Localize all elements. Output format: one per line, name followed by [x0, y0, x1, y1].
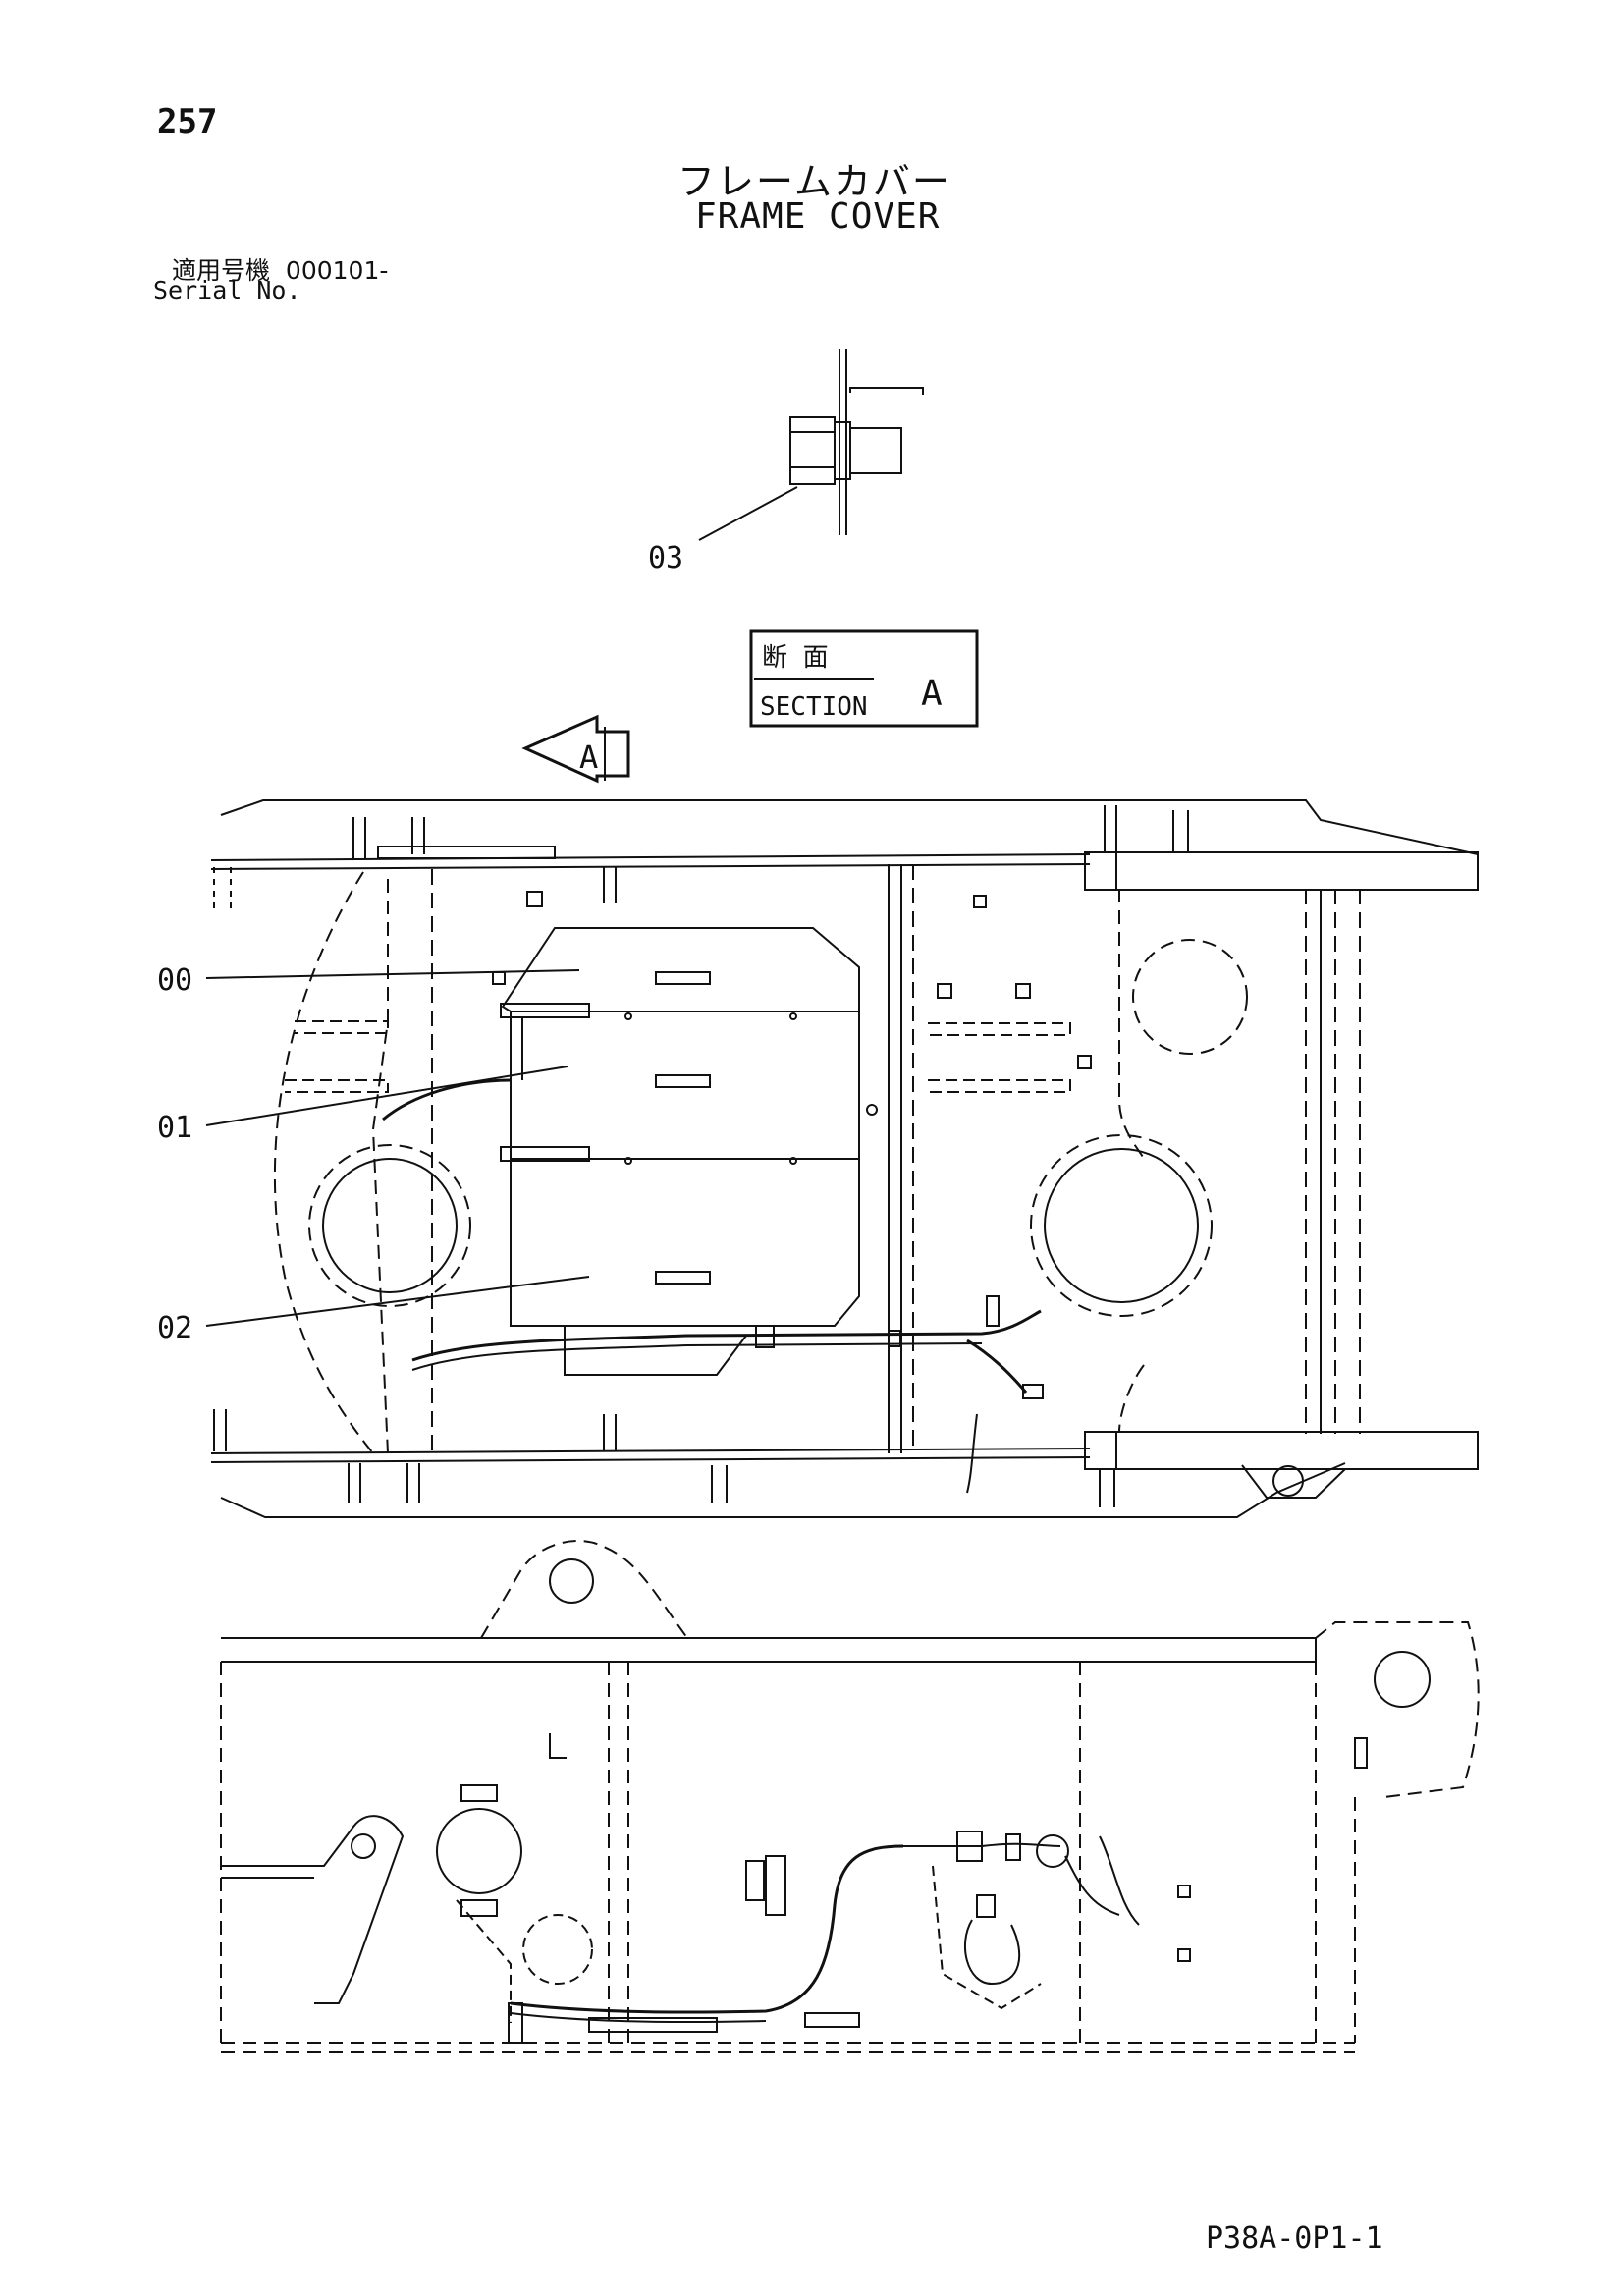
- callout-03: 03: [648, 541, 683, 575]
- serial-label-english: Serial No.: [153, 276, 301, 304]
- view-arrow-letter: A: [579, 738, 598, 776]
- serial-label-japanese: 適用号機: [172, 256, 271, 285]
- serial-value: 000101-: [285, 256, 389, 285]
- callout-01: 01: [157, 1111, 192, 1145]
- title-english: FRAME COVER: [695, 196, 941, 237]
- title-japanese: フレームカバー: [677, 160, 951, 203]
- section-label-japanese: 断 面: [762, 643, 829, 673]
- view-arrow: [521, 714, 630, 784]
- callout-lines: [205, 969, 590, 1327]
- serial-line: 適用号機 000101-: [172, 251, 388, 287]
- frame-covers: [500, 927, 878, 1376]
- callout-00: 00: [157, 963, 192, 998]
- section-letter: A: [921, 674, 943, 714]
- document-code: P38A-0P1-1: [1206, 2221, 1383, 2256]
- page-number: 257: [157, 102, 218, 141]
- frame-top-view: [210, 799, 1479, 1518]
- bolt-detail: [698, 349, 924, 541]
- frame-side-view: [220, 1540, 1480, 2053]
- section-label-english: SECTION: [760, 692, 868, 722]
- section-box: [749, 629, 979, 728]
- callout-02: 02: [157, 1311, 192, 1345]
